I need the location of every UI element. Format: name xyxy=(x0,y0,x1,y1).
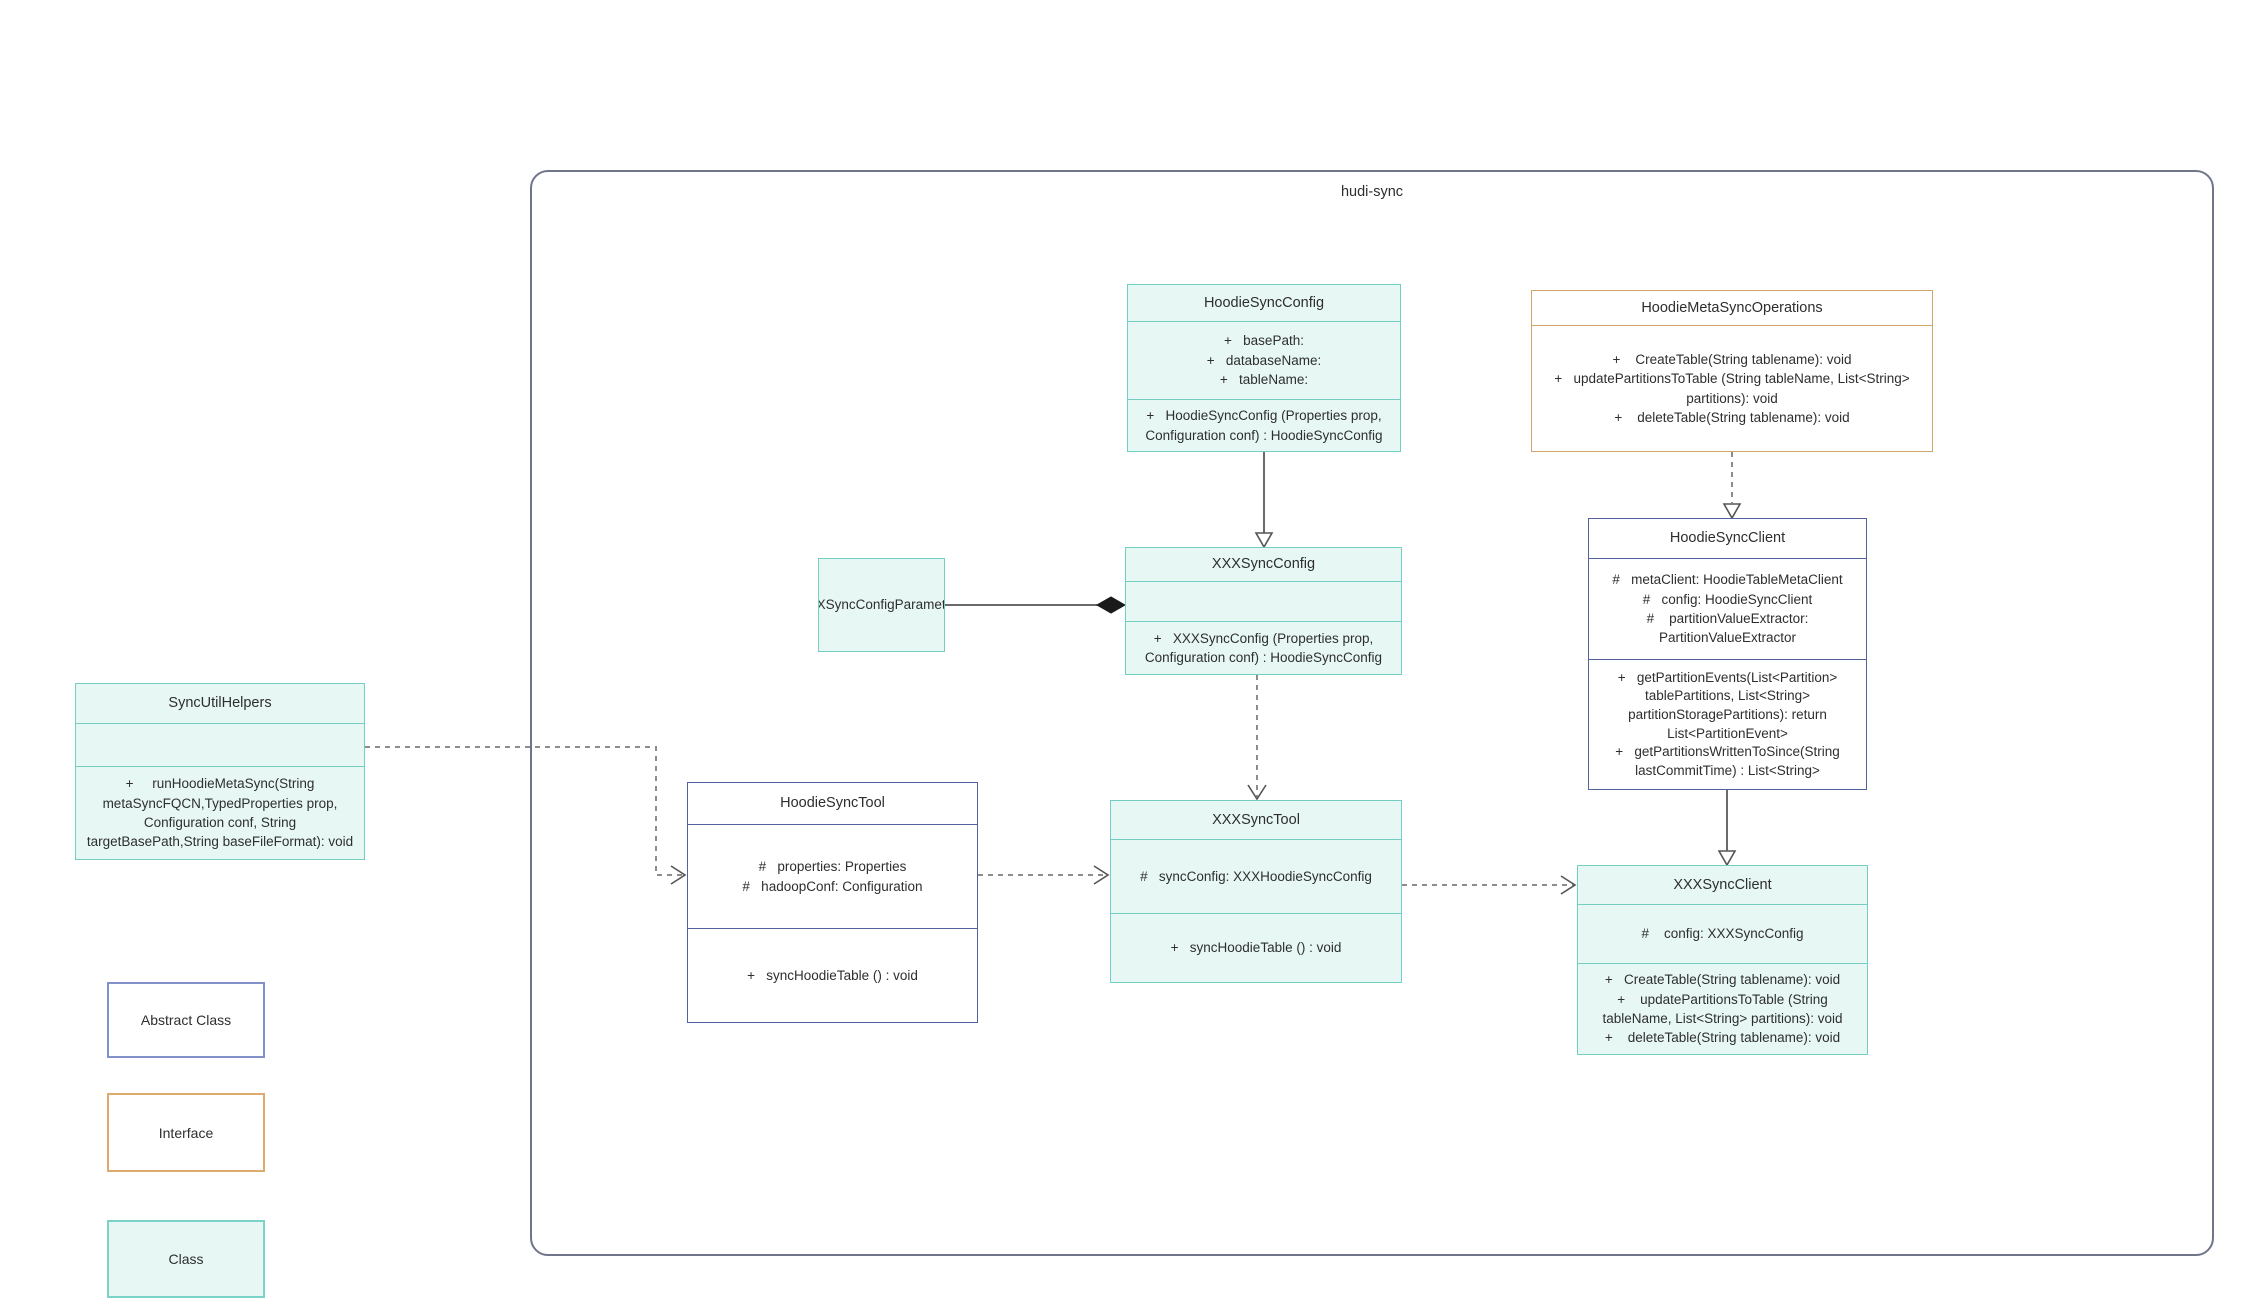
method: + deleteTable(String tablename): void xyxy=(1604,1030,1841,1046)
attribute: # hadoopConf: Configuration xyxy=(742,878,923,894)
attribute: + databaseName: xyxy=(1206,352,1322,368)
attributes-section: # properties: Properties # hadoopConf: C… xyxy=(688,824,977,928)
class-name: SyncUtilHelpers xyxy=(168,695,272,712)
attribute: # syncConfig: XXXHoodieSyncConfig xyxy=(1140,868,1372,884)
class-name: XXXSyncTool xyxy=(1212,811,1300,828)
method: + getPartitionEvents(List<Partition> tab… xyxy=(1617,669,1842,741)
legend-class: Class xyxy=(107,1220,265,1298)
attribute: + tableName: xyxy=(1219,372,1309,388)
methods-section: + runHoodieMetaSync(String metaSyncFQCN,… xyxy=(76,766,364,859)
method: + updatePartitionsToTable (String tableN… xyxy=(1554,371,1914,406)
class-name: XXXSyncClient xyxy=(1673,876,1772,893)
attributes-section xyxy=(76,723,364,766)
attribute: # config: HoodieSyncClient xyxy=(1642,591,1813,607)
method: + runHoodieMetaSync(String metaSyncFQCN,… xyxy=(86,776,354,850)
package-label: hudi-sync xyxy=(1340,184,1404,200)
method: + getPartitionsWrittenToSince(String las… xyxy=(1615,744,1844,778)
class-name: HoodieSyncClient xyxy=(1669,530,1786,547)
method: + updatePartitionsToTable (String tableN… xyxy=(1602,991,1843,1026)
package-frame-hudi-sync: hudi-sync xyxy=(530,170,2214,1256)
attribute: # metaClient: HoodieTableMetaClient xyxy=(1612,572,1843,588)
attribute: + basePath: xyxy=(1224,333,1304,349)
methods-section: + XXXSyncConfig (Properties prop, Config… xyxy=(1126,621,1401,674)
methods-section: + syncHoodieTable () : void xyxy=(688,928,977,1022)
method: + deleteTable(String tablename): void xyxy=(1614,409,1850,425)
abstract-class-box-hoodiesyncclient: HoodieSyncClient # metaClient: HoodieTab… xyxy=(1588,518,1867,790)
methods-section: + getPartitionEvents(List<Partition> tab… xyxy=(1589,659,1866,789)
class-box-xxxsyncclient: XXXSyncClient # config: XXXSyncConfig + … xyxy=(1577,865,1868,1055)
class-name: XXXSyncConfigParameters xyxy=(819,597,944,613)
class-box-syncutilhelpers: SyncUtilHelpers + runHoodieMetaSync(Stri… xyxy=(75,683,365,860)
methods-section: + syncHoodieTable () : void xyxy=(1111,913,1401,982)
legend-abstract-class: Abstract Class xyxy=(107,982,265,1058)
attributes-section: + basePath: + databaseName: + tableName: xyxy=(1128,321,1400,399)
attributes-section: # syncConfig: XXXHoodieSyncConfig xyxy=(1111,839,1401,913)
class-box-xxxsynctool: XXXSyncTool # syncConfig: XXXHoodieSyncC… xyxy=(1110,800,1402,983)
attribute: # partitionValueExtractor: PartitionValu… xyxy=(1646,611,1813,646)
method: + syncHoodieTable () : void xyxy=(1170,940,1342,956)
attributes-section: # metaClient: HoodieTableMetaClient # co… xyxy=(1589,558,1866,659)
attribute: # config: XXXSyncConfig xyxy=(1641,926,1804,942)
attributes-section: # config: XXXSyncConfig xyxy=(1578,904,1867,963)
methods-section: + CreateTable(String tablename): void + … xyxy=(1578,963,1867,1054)
class-name: HoodieMetaSyncOperations xyxy=(1641,299,1823,316)
class-box-hoodiesyncconfig: HoodieSyncConfig + basePath: + databaseN… xyxy=(1127,284,1401,452)
attributes-section xyxy=(1126,581,1401,621)
methods-section: + HoodieSyncConfig (Properties prop, Con… xyxy=(1128,399,1400,451)
abstract-class-box-hoodiesynctool: HoodieSyncTool # properties: Properties … xyxy=(687,782,978,1023)
method: + CreateTable(String tablename): void xyxy=(1604,972,1841,988)
method: + CreateTable(String tablename): void xyxy=(1612,351,1852,367)
methods-section: + CreateTable(String tablename): void + … xyxy=(1532,325,1932,451)
class-box-xxxsyncconfig: XXXSyncConfig + XXXSyncConfig (Propertie… xyxy=(1125,547,1402,675)
legend-interface: Interface xyxy=(107,1093,265,1172)
attribute: # properties: Properties xyxy=(758,859,907,875)
class-name: HoodieSyncTool xyxy=(780,795,885,812)
class-name: HoodieSyncConfig xyxy=(1203,294,1325,311)
method: + syncHoodieTable () : void xyxy=(747,967,918,983)
interface-box-hoodiemetasyncoperations: HoodieMetaSyncOperations + CreateTable(S… xyxy=(1531,290,1933,452)
class-name: XXXSyncConfig xyxy=(1211,556,1316,573)
method: + HoodieSyncConfig (Properties prop, Con… xyxy=(1145,408,1386,443)
class-box-xxxsyncconfigparameters: XXXSyncConfigParameters xyxy=(818,558,945,652)
method: + XXXSyncConfig (Properties prop, Config… xyxy=(1144,630,1383,665)
